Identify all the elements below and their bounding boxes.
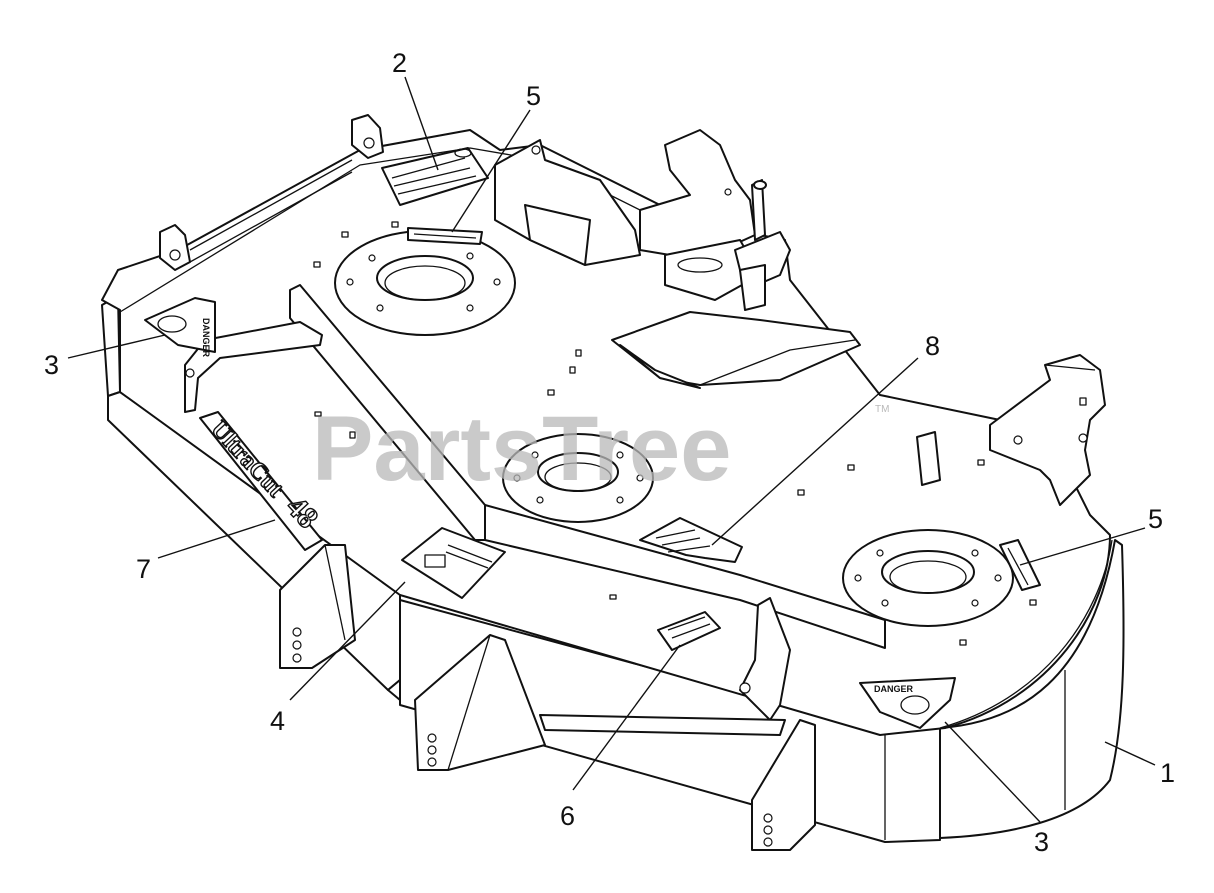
decal-label-5a <box>407 227 483 245</box>
decal-danger-left: DANGER <box>144 297 216 358</box>
callout-6: 6 <box>560 801 575 831</box>
right-rear-bracket <box>916 354 1106 506</box>
spindle-center <box>502 433 654 523</box>
callout-5-rear: 5 <box>526 81 541 111</box>
decal-label-4 <box>401 527 506 599</box>
spindle-right <box>842 529 1014 627</box>
front-brackets <box>279 544 816 851</box>
decal-label-6 <box>657 611 721 651</box>
callouts: 1 2 3 3 4 5 5 6 7 8 <box>44 48 1175 857</box>
left-arm <box>184 321 323 413</box>
callout-8: 8 <box>925 331 940 361</box>
danger-decal-front-text: DANGER <box>874 684 914 694</box>
chute-baffle <box>611 311 861 389</box>
danger-decal-left-text: DANGER <box>201 318 211 358</box>
decal-label-8 <box>639 517 743 563</box>
spindle-left <box>334 230 516 336</box>
leader-lines <box>67 76 1156 823</box>
callout-1: 1 <box>1160 758 1175 788</box>
watermark-trademark: TM <box>875 404 889 415</box>
rear-brackets <box>159 114 641 271</box>
callout-4: 4 <box>270 706 285 736</box>
center-divider <box>289 284 886 649</box>
deck-slots <box>313 221 1037 646</box>
callout-2: 2 <box>392 48 407 78</box>
callout-5-right: 5 <box>1148 504 1163 534</box>
watermark: PartsTree TM <box>312 398 889 500</box>
watermark-text: PartsTree <box>312 398 731 500</box>
callout-7: 7 <box>136 554 151 584</box>
callout-3-left: 3 <box>44 350 59 380</box>
callout-3-front: 3 <box>1034 827 1049 857</box>
decal-danger-front: DANGER <box>859 677 956 729</box>
right-hitch <box>639 129 791 311</box>
decal-label-2 <box>381 147 489 206</box>
